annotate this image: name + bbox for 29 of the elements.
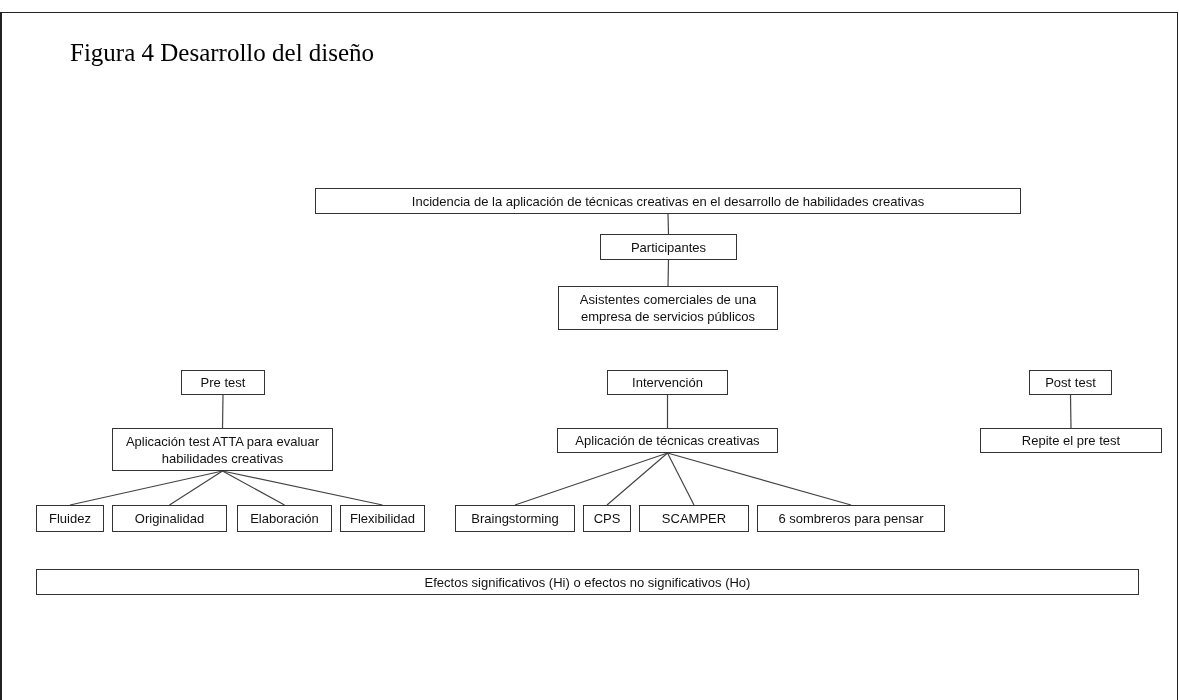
process-box: Incidencia de la aplicación de técnicas creativas en el desarrollo de habilidades creativas [315, 188, 1021, 214]
process-box: Originalidad [112, 505, 227, 532]
process-box: Repite el pre test [980, 428, 1162, 453]
process-box: Flexibilidad [340, 505, 425, 532]
process-box: 6 sombreros para pensar [757, 505, 945, 532]
figure-title: Figura 4 Desarrollo del diseño [70, 38, 375, 68]
process-box: SCAMPER [639, 505, 749, 532]
process-box: Pre test [181, 370, 265, 395]
connector-line [168, 470, 224, 506]
process-box: CPS [583, 505, 631, 532]
process-box: Fluidez [36, 505, 104, 532]
connector-line [221, 394, 224, 429]
connector-line [221, 470, 286, 506]
connector-line [666, 452, 852, 506]
process-box: Intervención [607, 370, 728, 395]
process-box: Efectos significativos (Hi) o efectos no significativos (Ho) [36, 569, 1139, 595]
process-box: Elaboración [237, 505, 332, 532]
process-box: Aplicación test ATTA para evaluar habilidades creativas [112, 428, 333, 471]
connector-line [667, 259, 670, 287]
connector-line [666, 452, 695, 506]
connector-line [667, 213, 670, 235]
process-box: Braingstorming [455, 505, 575, 532]
process-box: Participantes [600, 234, 737, 260]
process-box: Asistentes comerciales de una empresa de servicios públicos [558, 286, 778, 330]
process-box: Aplicación de técnicas creativas [557, 428, 778, 453]
connector-line [666, 394, 669, 429]
connector-line [1069, 394, 1072, 429]
connector-line [606, 452, 669, 506]
process-box: Post test [1029, 370, 1112, 395]
